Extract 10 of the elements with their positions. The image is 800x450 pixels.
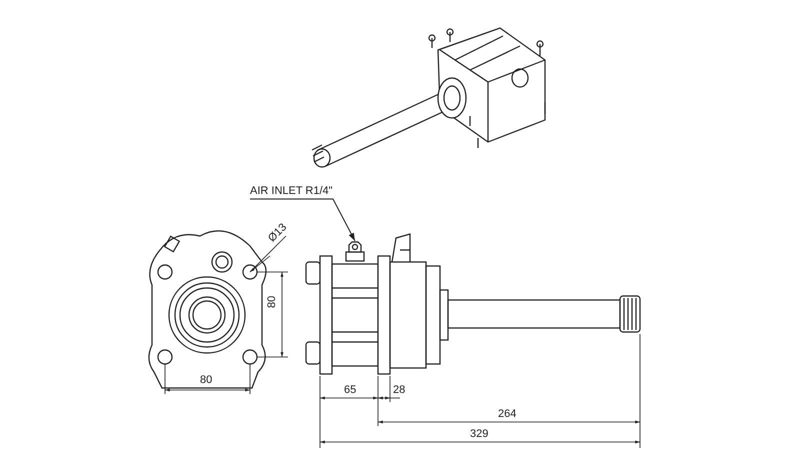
- dimension-label: 65: [344, 384, 356, 397]
- dimension-label: 80: [200, 374, 212, 387]
- dimension-label: 80: [266, 296, 279, 308]
- dimension-label: 329: [470, 428, 488, 441]
- callout-text: AIR INLET R1/4": [250, 185, 333, 198]
- air-inlet-fitting: [344, 240, 366, 262]
- dimension-label: 28: [393, 384, 406, 397]
- leader-line: [250, 198, 356, 242]
- dimension-label: 264: [498, 408, 516, 421]
- dimension-label: Ø13: [266, 221, 290, 246]
